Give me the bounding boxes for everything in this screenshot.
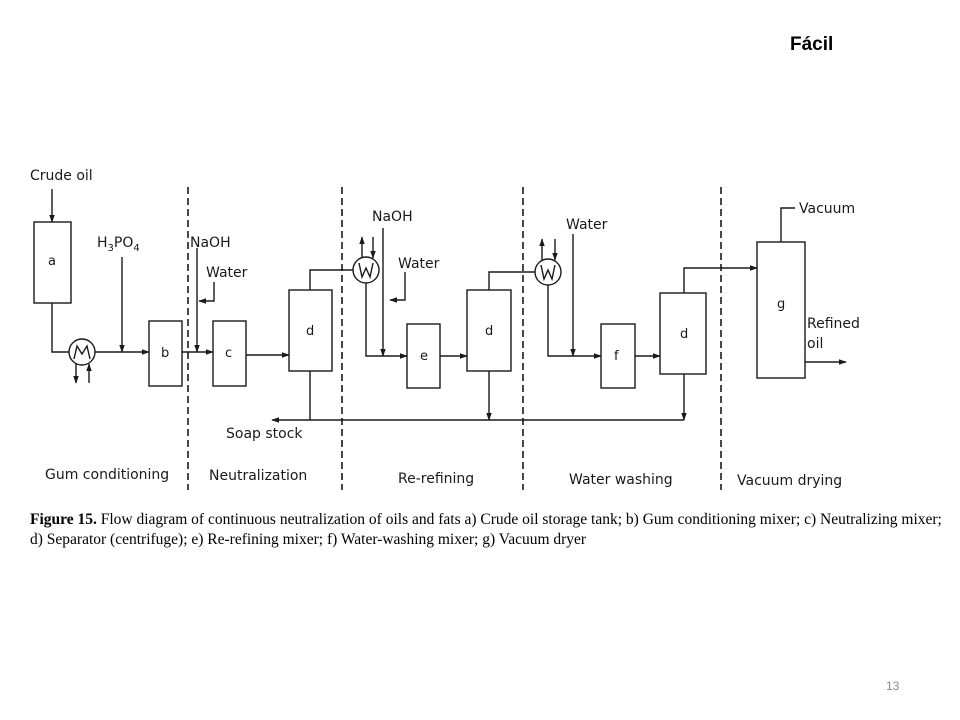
page-number: 13 [886, 679, 900, 693]
unit-b-label: b [161, 346, 169, 361]
water-label-3: Water [566, 217, 608, 233]
water-label-1: Water [206, 265, 248, 281]
unit-g-label: g [777, 297, 785, 312]
naoh-label-1: NaOH [190, 235, 231, 251]
unit-e-label: e [420, 349, 428, 364]
vacuum-label: Vacuum [799, 201, 855, 217]
figure-label: Figure 15. [30, 511, 97, 528]
section-label-neutralization: Neutralization [209, 468, 307, 484]
heat-exchanger-2 [352, 256, 380, 284]
heat-exchanger-3 [534, 258, 562, 286]
unit-c-label: c [225, 346, 232, 361]
refined-oil-label: Refined [807, 316, 860, 332]
section-label-water-washing: Water washing [569, 472, 673, 488]
naoh-label-2: NaOH [372, 209, 413, 225]
refined-oil-label-line2: oil [807, 336, 823, 352]
section-label-gum-conditioning: Gum conditioning [45, 467, 169, 483]
h3po4-label: H3PO4 [97, 235, 140, 254]
water-label-2: Water [398, 256, 440, 272]
figure-caption-text: Flow diagram of continuous neutralizatio… [30, 511, 942, 548]
unit-d1-label: d [306, 324, 314, 339]
unit-a-label: a [48, 254, 56, 269]
flow-diagram: Crude oil H3PO4 NaOH Water NaOH Water Wa… [30, 168, 860, 490]
section-label-vacuum-drying: Vacuum drying [737, 473, 842, 489]
unit-f-label: f [614, 349, 619, 364]
difficulty-tag: Fácil [790, 34, 834, 55]
heat-exchanger-1 [68, 338, 96, 366]
unit-d3-separator [659, 292, 707, 375]
unit-d3-label: d [680, 327, 688, 342]
figure-caption: Figure 15. Flow diagram of continuous ne… [30, 510, 950, 550]
soap-stock-label: Soap stock [226, 426, 303, 442]
crude-oil-label: Crude oil [30, 168, 93, 184]
unit-d2-label: d [485, 324, 493, 339]
section-label-re-refining: Re-refining [398, 471, 474, 487]
